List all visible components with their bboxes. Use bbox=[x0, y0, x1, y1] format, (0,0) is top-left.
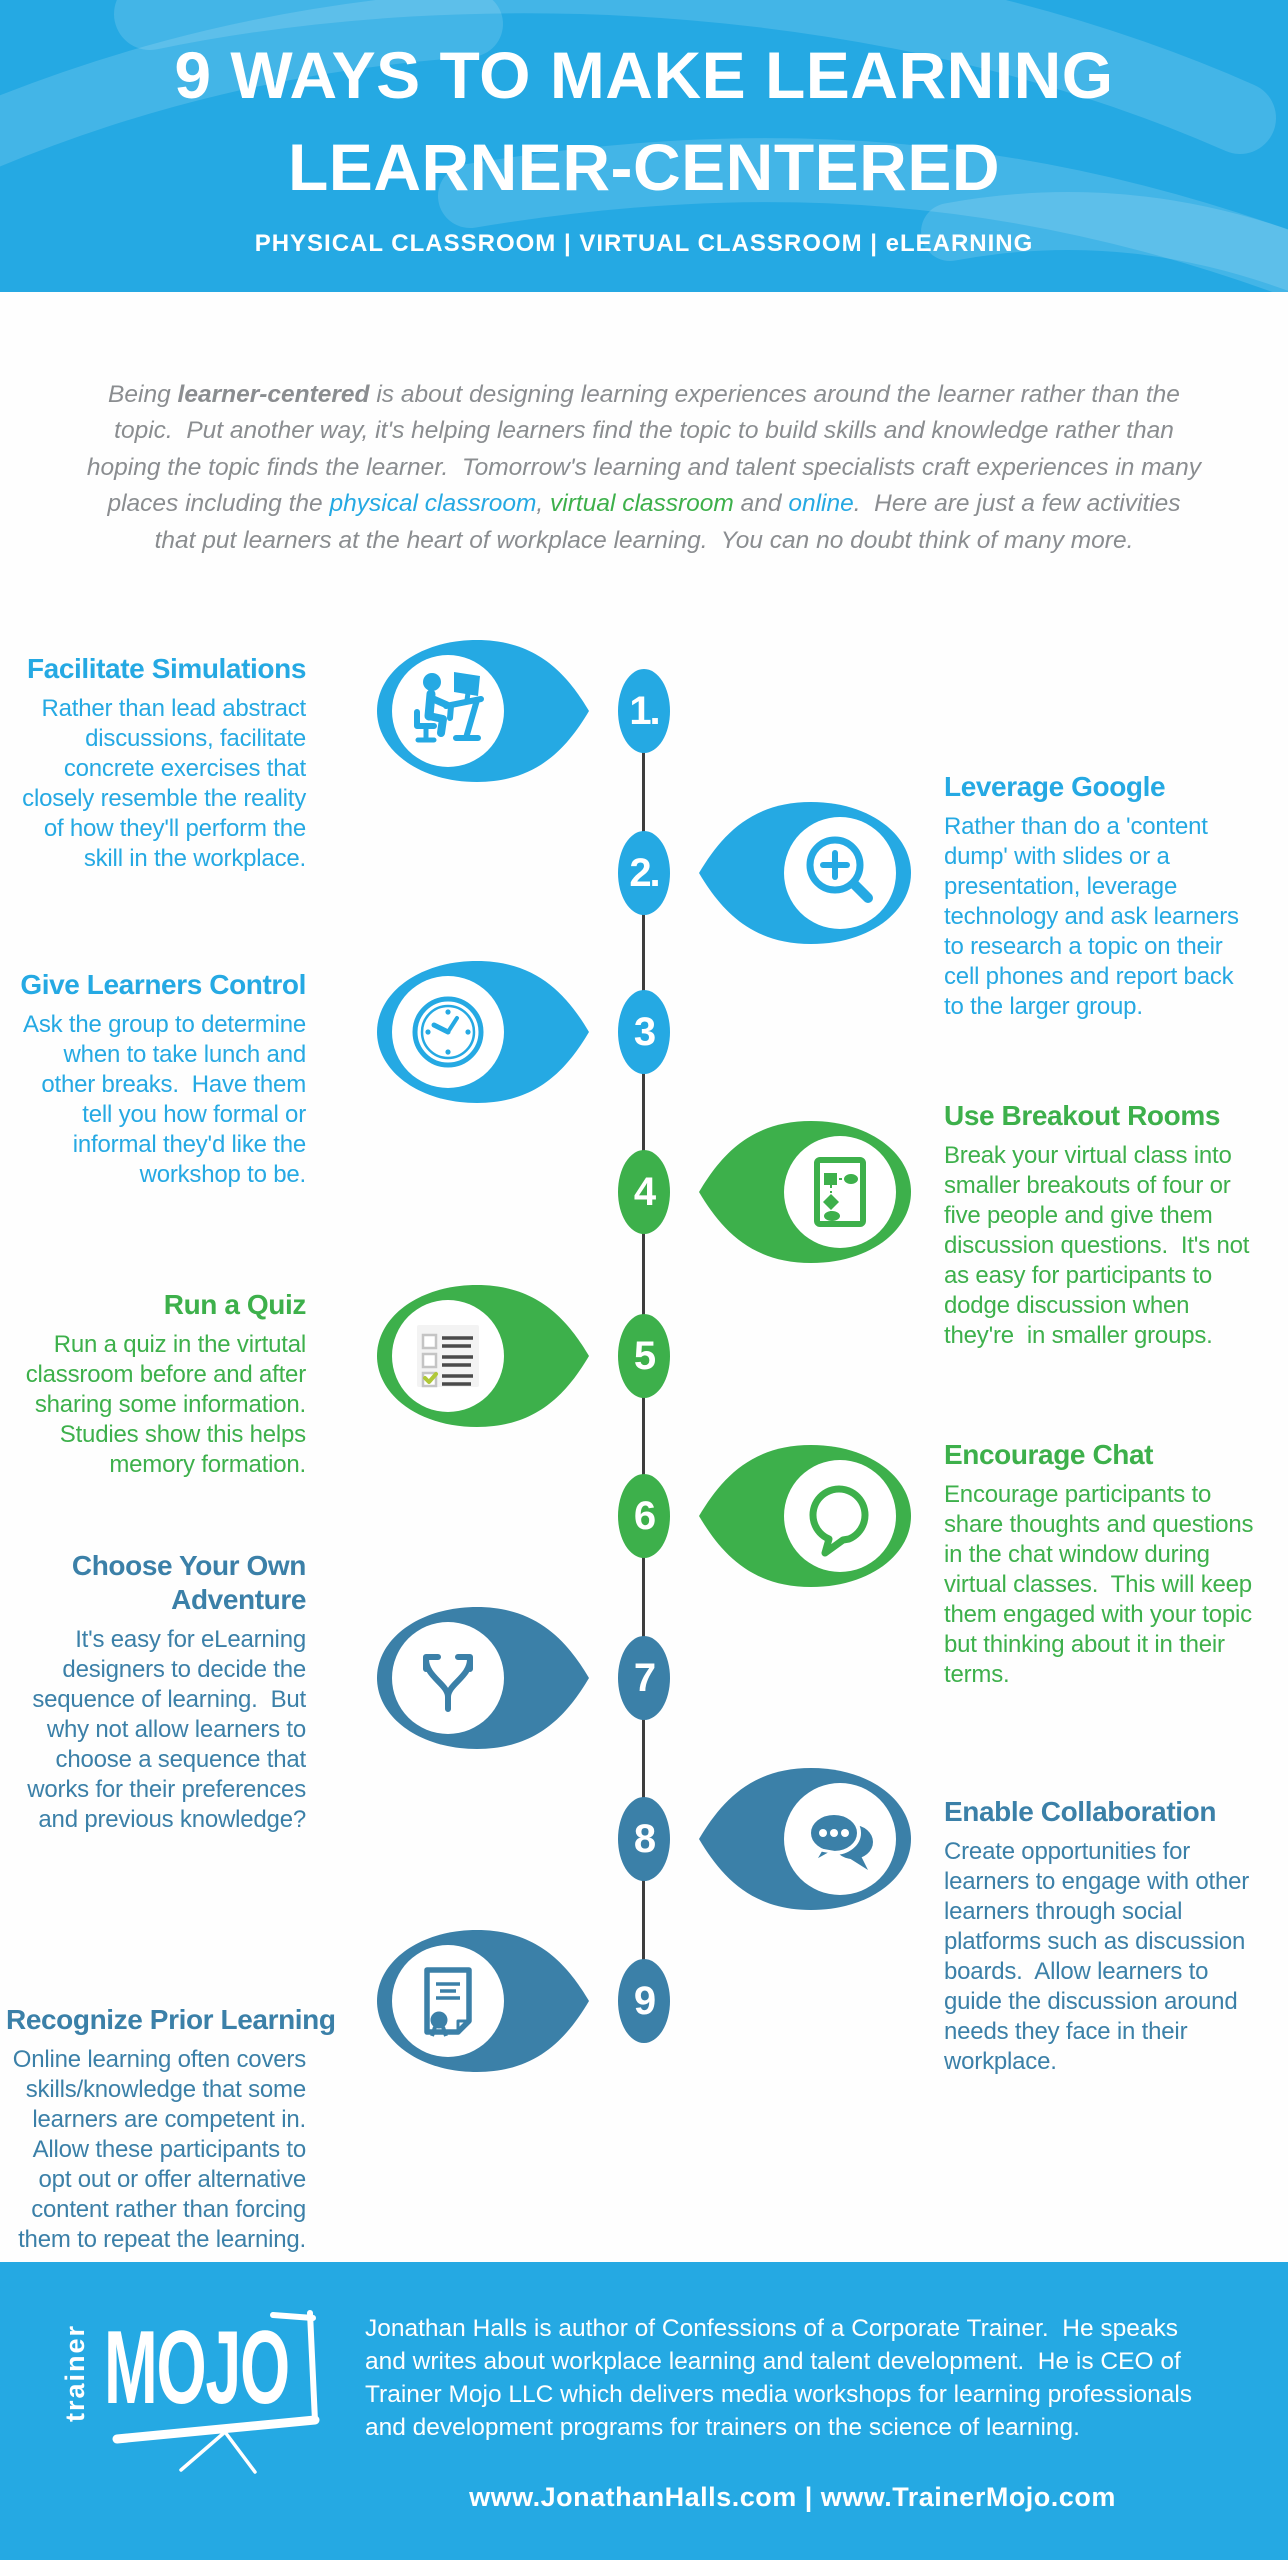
item-body: Run a quiz in the virtutal classroom bef… bbox=[25, 1331, 319, 1479]
intro-segment: . Here are just a few activities that pu… bbox=[154, 490, 1188, 554]
item-9-marker bbox=[371, 1924, 591, 2078]
intro-segment: and bbox=[733, 490, 789, 518]
step-badge-9: 9 bbox=[618, 1959, 670, 2043]
search-plus-icon bbox=[806, 836, 873, 903]
intro-text: Being learner-centered is about designin… bbox=[84, 377, 1204, 560]
item-title: Encourage Chat bbox=[944, 1439, 1154, 1470]
step-badge-3: 3 bbox=[618, 990, 670, 1074]
workstation-icon bbox=[414, 672, 484, 743]
chat-bubble-icon bbox=[809, 1485, 869, 1557]
item-title: Use Breakout Rooms bbox=[944, 1100, 1220, 1131]
intro-link[interactable]: virtual classroom bbox=[550, 490, 734, 518]
easel-icon bbox=[112, 2310, 320, 2474]
footer bbox=[0, 2262, 1288, 2560]
item-title: Give Learners Control bbox=[20, 969, 306, 1000]
step-badge-1: 1. bbox=[618, 669, 670, 753]
quiz-checklist-icon bbox=[417, 1325, 479, 1388]
intro-segment: , bbox=[536, 490, 551, 518]
item-2-marker bbox=[697, 796, 917, 950]
step-badge-6: 6 bbox=[618, 1474, 670, 1558]
header-subtitle: PHYSICAL CLASSROOM | VIRTUAL CLASSROOM |… bbox=[254, 230, 1034, 257]
header: 9 WAYS TO MAKE LEARNING LEARNER-CENTERED… bbox=[0, 0, 1288, 292]
item-body: Rather than lead abstract discussions, f… bbox=[22, 695, 313, 873]
item-title: Recognize Prior Learning bbox=[6, 2004, 336, 2035]
item-body: Ask the group to determine when to take … bbox=[23, 1011, 313, 1189]
intro-segment: learner-centered bbox=[177, 380, 370, 408]
step-badge-5: 5 bbox=[618, 1314, 670, 1398]
step-badge-2: 2. bbox=[618, 831, 670, 915]
clock-icon bbox=[412, 996, 484, 1068]
item-title: Enable Collaboration bbox=[944, 1796, 1217, 1827]
footer-about-text: Jonathan Halls is author of Confessions … bbox=[365, 2315, 1199, 2441]
step-badge-7: 7 bbox=[618, 1636, 670, 1720]
item-1-marker bbox=[371, 634, 591, 788]
item-8-marker bbox=[697, 1762, 917, 1916]
item-4-marker bbox=[697, 1115, 917, 1269]
breakout-board-icon bbox=[814, 1157, 866, 1227]
collaboration-bubbles-icon bbox=[807, 1811, 873, 1870]
item-title: Choose Your Own Adventure bbox=[71, 1550, 306, 1616]
item-body: Break your virtual class into smaller br… bbox=[944, 1142, 1256, 1350]
item-7-marker bbox=[371, 1601, 591, 1755]
wifi-arcs-decoration bbox=[0, 0, 1288, 292]
item-6-marker bbox=[697, 1439, 917, 1593]
page-title-line1: 9 WAYS TO MAKE LEARNING bbox=[174, 38, 1114, 112]
trainer-mojo-logo-mojo: MOJO bbox=[104, 2310, 290, 2426]
item-body: Rather than do a 'content dump' with sli… bbox=[944, 813, 1246, 1021]
intro-link[interactable]: online bbox=[788, 490, 854, 518]
item-title: Leverage Google bbox=[944, 771, 1166, 802]
footer-website-links[interactable]: www.JonathanHalls.com | www.TrainerMojo.… bbox=[469, 2482, 1116, 2512]
item-body: Encourage participants to share thoughts… bbox=[944, 1481, 1260, 1689]
item-3-marker bbox=[371, 955, 591, 1109]
intro-segment: Being bbox=[108, 380, 178, 408]
page-title-line2: LEARNER-CENTERED bbox=[287, 130, 1001, 204]
fork-arrows-icon bbox=[423, 1654, 473, 1712]
item-body: Create opportunities for learners to eng… bbox=[944, 1838, 1256, 2076]
item-title: Facilitate Simulations bbox=[26, 653, 306, 684]
item-body: It's easy for eLearning designers to dec… bbox=[27, 1626, 313, 1834]
intro-segment: is about designing learning experiences … bbox=[86, 380, 1208, 518]
item-body: Online learning often covers skills/know… bbox=[12, 2046, 319, 2254]
item-title: Run a Quiz bbox=[163, 1289, 307, 1320]
intro-link[interactable]: physical classroom bbox=[329, 490, 537, 518]
step-badge-8: 8 bbox=[618, 1797, 670, 1881]
item-5-marker bbox=[371, 1279, 591, 1433]
step-badge-4: 4 bbox=[618, 1150, 670, 1234]
certificate-icon bbox=[424, 1967, 472, 2037]
